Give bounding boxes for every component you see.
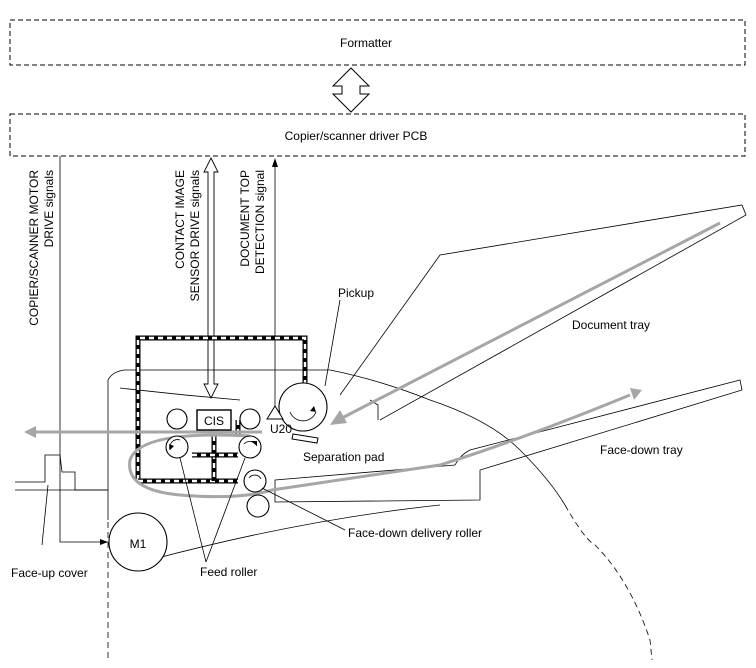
formatter-pcb-link-arrow — [331, 67, 371, 113]
face-down-delivery-rollers — [243, 469, 270, 518]
doc-signal-label-line2: DETECTION signal — [253, 170, 267, 274]
feed-roller-label: Feed roller — [200, 565, 257, 579]
feed-roller-right — [238, 435, 262, 459]
u20-label: U20 — [270, 422, 292, 436]
formatter-label: Formatter — [340, 36, 392, 50]
pickup-roller — [278, 382, 328, 432]
upper-roller-right — [239, 408, 261, 430]
pickup-label: Pickup — [338, 286, 374, 300]
driver-pcb-block: Copier/scanner driver PCB — [9, 113, 746, 157]
scanner-housing-hatched — [135, 335, 308, 484]
m1-label: M1 — [130, 537, 147, 551]
feed-roller-left — [165, 435, 189, 459]
cis-drive-signal-arrow — [203, 156, 219, 400]
doc-signal-label-line1: DOCUMENT TOP — [238, 170, 252, 267]
printer-body-outline — [107, 369, 653, 661]
face-down-delivery-path — [128, 388, 642, 499]
separation-pad — [291, 433, 319, 444]
document-feed-path — [330, 221, 721, 425]
upper-roller-left — [166, 408, 188, 430]
separation-pad-label: Separation pad — [303, 450, 384, 464]
pickup-leader — [324, 299, 341, 387]
face-down-roller-leader — [261, 487, 346, 531]
document-top-signal-line — [272, 158, 278, 406]
cis-label: CIS — [204, 414, 224, 428]
face-down-tray-label: Face-down tray — [600, 443, 683, 457]
motor-drive-signal-line — [59, 156, 108, 545]
formatter-block: Formatter — [9, 19, 746, 66]
cis-signal-label-line1: CONTACT IMAGE — [173, 170, 187, 269]
cis-signal-label-line2: SENSOR DRIVE signals — [188, 170, 202, 301]
cis-sensor: CIS — [196, 409, 232, 431]
scan-exit-path — [24, 426, 262, 438]
motor-signal-label-line1: COPIER/SCANNER MOTOR — [27, 170, 41, 326]
face-up-cover — [15, 454, 108, 546]
face-down-tray — [274, 379, 743, 503]
motor-signal-label-line2: DRIVE signals — [42, 170, 56, 247]
u20-sensor: U20 — [266, 405, 292, 436]
face-up-cover-label: Face-up cover — [11, 566, 88, 580]
feed-roller-leaders — [179, 457, 246, 563]
face-down-delivery-roller-label: Face-down delivery roller — [348, 526, 482, 540]
motor-m1: M1 — [108, 512, 168, 572]
document-tray-label: Document tray — [572, 318, 650, 332]
driver-pcb-label: Copier/scanner driver PCB — [285, 129, 428, 143]
